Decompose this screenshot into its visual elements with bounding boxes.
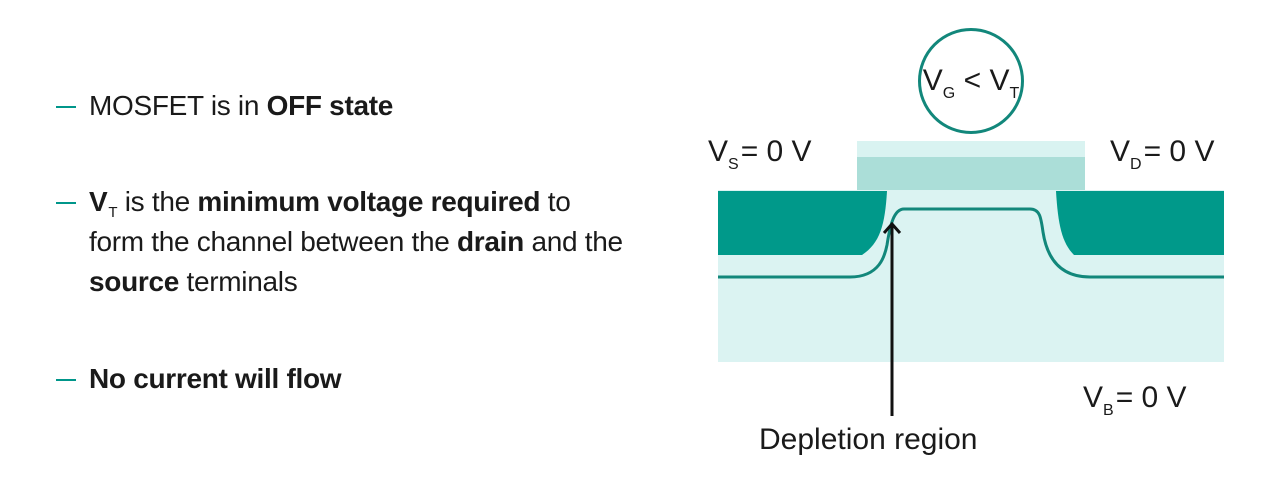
source-voltage-label: VS= 0 V xyxy=(708,135,812,173)
less-than-operator: < xyxy=(955,64,990,97)
gate-oxide xyxy=(857,141,1085,158)
bullet-threshold-voltage: VT is the minimum voltage required to fo… xyxy=(56,182,629,302)
bullet-text-bold: drain xyxy=(457,226,524,257)
vt-subscript: T xyxy=(108,204,118,221)
bullet-off-state: MOSFET is in OFF state xyxy=(56,86,629,126)
bullet-text-bold: OFF state xyxy=(266,90,394,121)
source-region xyxy=(718,191,887,255)
bullet-dash xyxy=(56,106,76,108)
bullet-text: is the xyxy=(117,186,198,217)
gate-condition-badge: VG < VT xyxy=(918,28,1024,134)
bullet-text: MOSFET is in xyxy=(89,90,267,121)
bullet-text-bold: No current will flow xyxy=(89,363,342,394)
bullet-text: and the xyxy=(523,226,623,257)
bullet-no-current: No current will flow xyxy=(56,359,629,399)
bullet-dash xyxy=(56,202,76,204)
vg-subscript: G xyxy=(942,85,956,102)
bullet-text: terminals xyxy=(179,266,298,297)
depletion-region-label: Depletion region xyxy=(759,423,978,456)
vt-subscript: T xyxy=(1009,85,1020,102)
bullet-dash xyxy=(56,379,76,381)
bullet-text-bold: minimum voltage required xyxy=(197,186,541,217)
bullet-text-bold: source xyxy=(89,266,180,297)
arrow-head-icon xyxy=(882,221,902,234)
depletion-boundary xyxy=(718,207,1224,279)
body-voltage-label: VB= 0 V xyxy=(1083,381,1187,419)
drain-region xyxy=(1056,191,1224,255)
gate-electrode xyxy=(857,157,1085,190)
vg-symbol: V xyxy=(922,64,943,97)
vt-symbol: V xyxy=(989,64,1010,97)
bullet-text: to form the channel between the xyxy=(89,186,571,257)
drain-voltage-label: VD= 0 V xyxy=(1110,135,1215,173)
vt-symbol: V xyxy=(89,186,108,217)
